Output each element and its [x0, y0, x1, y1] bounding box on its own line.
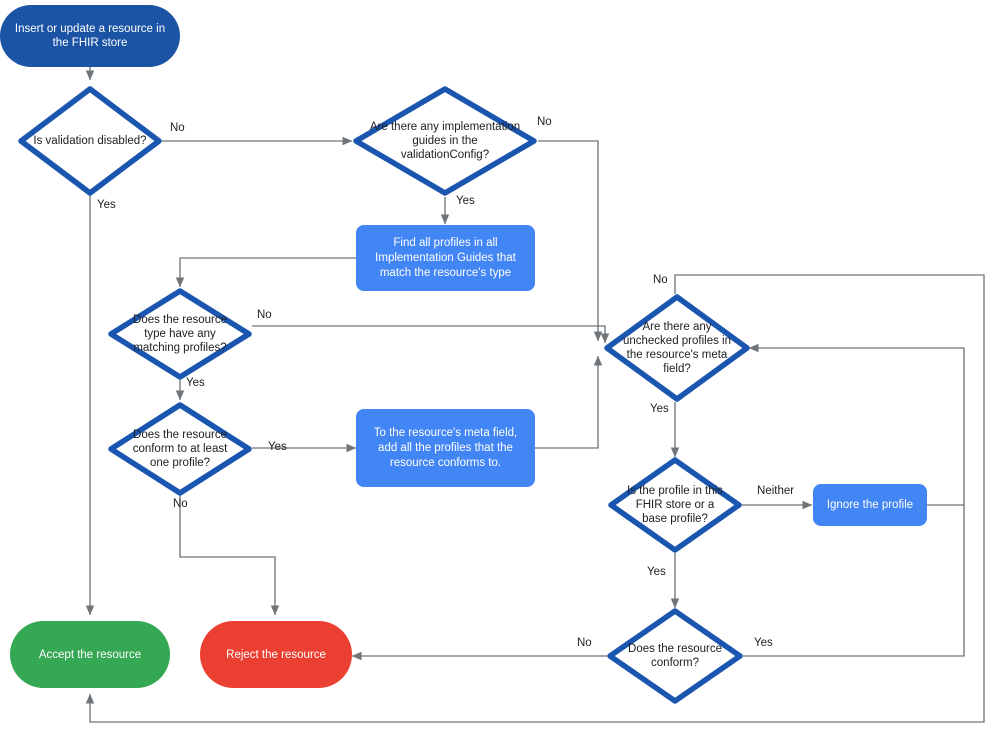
- edge-ignore-to-unchecked: [748, 343, 965, 506]
- node-add-meta-label: To the resource's meta field, add all th…: [373, 426, 518, 469]
- edge-type-match-no: [252, 325, 610, 344]
- node-reject-label: Reject the resource: [226, 648, 326, 661]
- edge-label-val-disabled-no: No: [170, 122, 185, 134]
- node-ignore-profile-label: Ignore the profile: [826, 498, 914, 511]
- edge-label-conform-one-yes: Yes: [268, 441, 287, 453]
- edge-label-has-igs-no: No: [537, 116, 552, 128]
- edge-add-meta-to-unchecked: [535, 355, 603, 449]
- edge-label-conform-yes: Yes: [754, 637, 773, 649]
- edge-label-conform-no: No: [577, 637, 592, 649]
- node-ignore-profile[interactable]: Ignore the profile: [813, 484, 927, 526]
- node-find-profiles-label: Find all profiles in all Implementation …: [375, 236, 516, 279]
- node-accept[interactable]: Accept the resource: [10, 621, 170, 688]
- edge-label-unchecked-yes: Yes: [650, 403, 669, 415]
- edge-conform-yes: [743, 505, 965, 657]
- edge-has-igs-no: [538, 140, 603, 342]
- node-accept-label: Accept the resource: [38, 648, 142, 661]
- edge-unchecked-no: [85, 274, 985, 723]
- node-find-profiles[interactable]: Find all profiles in all Implementation …: [356, 225, 535, 291]
- edge-label-profile-base-yes: Yes: [647, 566, 666, 578]
- edge-label-val-disabled-yes: Yes: [97, 199, 116, 211]
- edge-label-unchecked-no: No: [653, 274, 668, 286]
- node-start-label: Insert or update a resource in the FHIR …: [14, 23, 166, 49]
- node-add-meta[interactable]: To the resource's meta field, add all th…: [356, 409, 535, 487]
- edge-conform-one-no: [179, 496, 280, 616]
- edge-label-conform-one-no: No: [173, 498, 188, 510]
- node-start[interactable]: Insert or update a resource in the FHIR …: [0, 5, 180, 67]
- node-reject[interactable]: Reject the resource: [200, 621, 352, 688]
- edge-label-has-igs-yes: Yes: [456, 195, 475, 207]
- edge-label-type-match-yes: Yes: [186, 377, 205, 389]
- edge-find-profiles-to-type-match: [175, 257, 356, 288]
- edge-label-type-match-no: No: [257, 309, 272, 321]
- edge-label-profile-neither: Neither: [757, 485, 795, 497]
